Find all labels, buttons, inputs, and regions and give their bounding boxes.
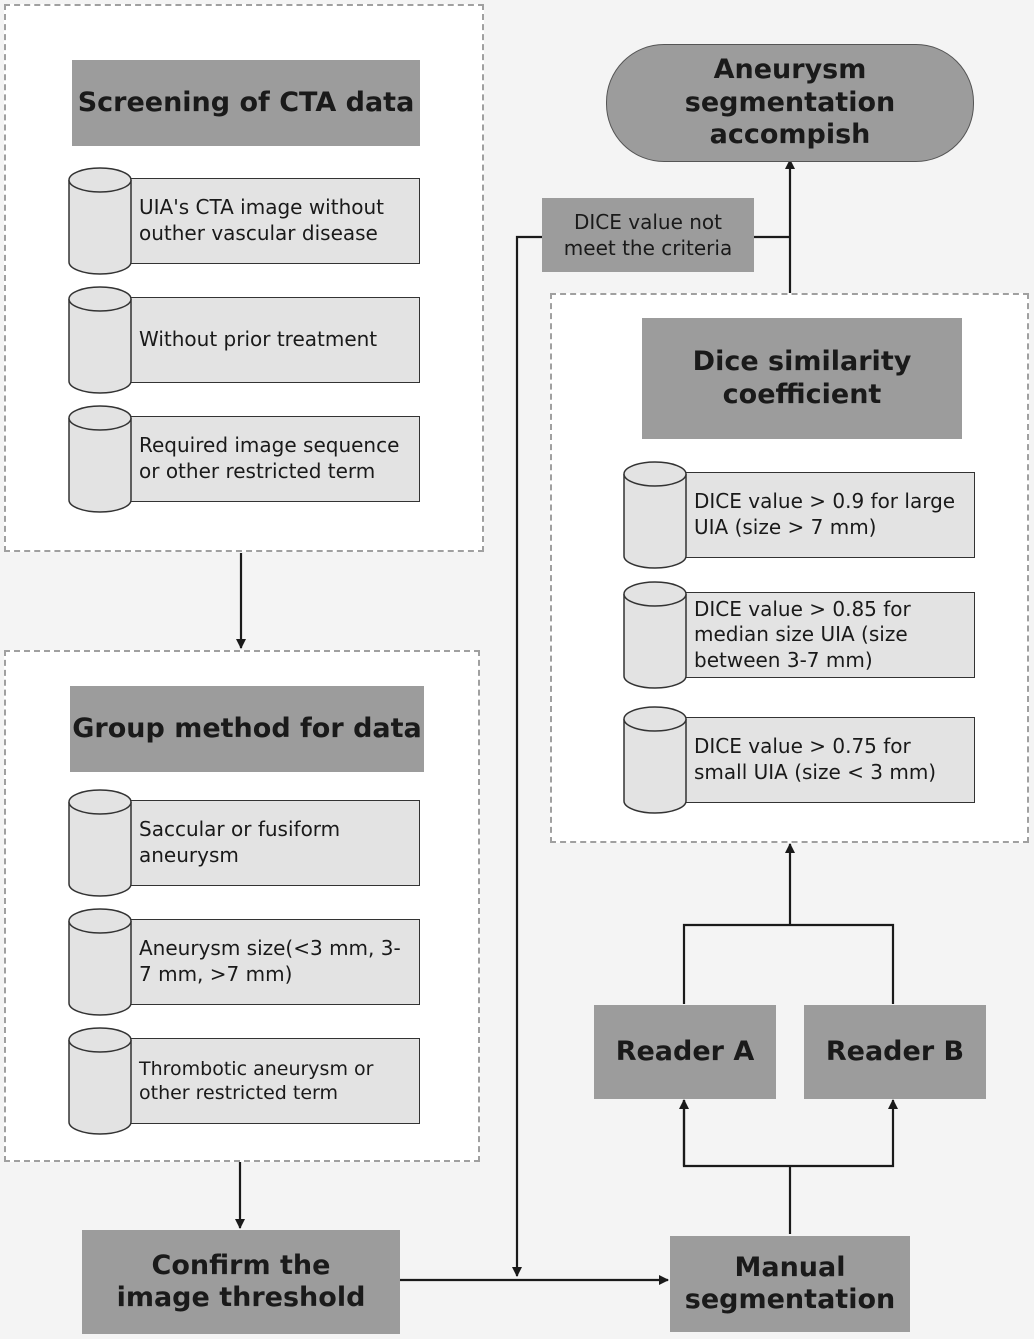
database-icon (622, 580, 688, 690)
database-icon (67, 404, 133, 514)
database-icon (67, 907, 133, 1017)
confirm-threshold-box: Confirm the image threshold (82, 1230, 400, 1334)
database-icon (67, 1026, 133, 1136)
accomplish-terminal: Aneurysm segmentation accompish (606, 44, 974, 162)
arrow-feedback-to-manual (512, 235, 542, 1277)
database-icon (622, 460, 688, 570)
grouping-item-2: Aneurysm size(<3 mm, 3-7 mm, >7 mm) (122, 919, 420, 1005)
screening-item-2: Without prior treatment (122, 297, 420, 383)
dice-item-2: DICE value > 0.85 for median size UIA (s… (677, 592, 975, 678)
reader-b-box: Reader B (804, 1005, 986, 1099)
screening-item-3: Required image sequence or other restric… (122, 416, 420, 502)
connector-manual-to-readers (682, 1100, 893, 1234)
connector-readers-to-dice (682, 923, 895, 1004)
grouping-title: Group method for data (70, 686, 424, 772)
database-icon (67, 285, 133, 395)
dice-item-1: DICE value > 0.9 for large UIA (size > 7… (677, 472, 975, 558)
dice-title: Dice similarity coefficient (642, 318, 962, 439)
reader-a-box: Reader A (594, 1005, 776, 1099)
manual-segmentation-box: Manual segmentation (670, 1236, 910, 1332)
database-icon (67, 166, 133, 276)
grouping-item-1: Saccular or fusiform aneurysm (122, 800, 420, 886)
screening-item-1: UIA's CTA image without outher vascular … (122, 178, 420, 264)
dice-not-meet-note: DICE value not meet the criteria (542, 198, 754, 272)
screening-title: Screening of CTA data (72, 60, 420, 146)
dice-item-3: DICE value > 0.75 for small UIA (size < … (677, 717, 975, 803)
database-icon (622, 705, 688, 815)
grouping-item-3: Thrombotic aneurysm or other restricted … (122, 1038, 420, 1124)
database-icon (67, 788, 133, 898)
